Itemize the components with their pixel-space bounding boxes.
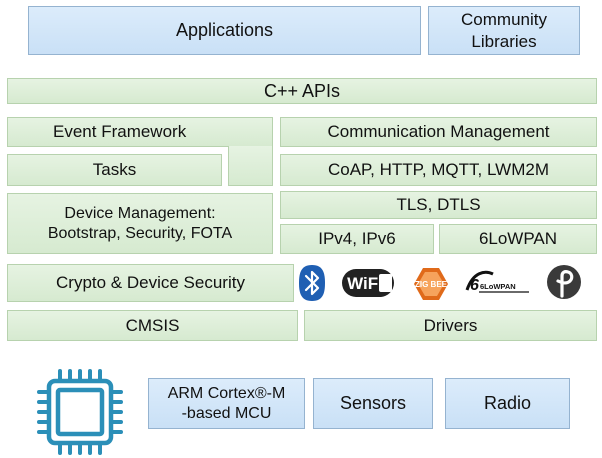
thread-icon [547,265,581,299]
drivers-box: Drivers [304,310,597,341]
mcu-line-2: -based MCU [181,404,272,422]
6lowpan-logo-icon: 6 6LoWPAN [465,270,529,294]
cpp-apis-label: C++ APIs [263,80,341,101]
bluetooth-icon [299,265,325,301]
tls-label: TLS, DTLS [396,195,481,215]
protocols-box: CoAP, HTTP, MQTT, LWM2M [280,154,597,186]
device-management-box: Device Management: Bootstrap, Security, … [7,193,273,254]
tasks-box: Tasks [7,154,222,186]
device-management-line-1: Device Management: [64,204,216,222]
community-libraries-line-2: Libraries [471,31,537,51]
mcu-box: ARM Cortex®-M -based MCU [148,378,305,429]
crypto-box: Crypto & Device Security [7,264,294,302]
radio-box: Radio [445,378,570,429]
cmsis-box: CMSIS [7,310,298,341]
radio-label: Radio [483,393,532,414]
community-libraries-line-1: Community [461,10,547,30]
drivers-label: Drivers [423,315,478,335]
applications-box: Applications [28,6,421,55]
zigbee-logo-icon: ZIG BEE [414,268,448,300]
event-framework-label: Event Framework [53,122,187,142]
cpp-apis-box: C++ APIs [7,78,597,104]
communication-management-label: Communication Management [327,122,550,142]
protocols-label: CoAP, HTTP, MQTT, LWM2M [327,160,550,180]
community-libraries-box: Community Libraries [428,6,580,55]
6lowpan-logo-text: 6LoWPAN [480,282,516,291]
applications-label: Applications [175,20,274,41]
ip-label: IPv4, IPv6 [318,229,396,249]
sensors-box: Sensors [313,378,433,429]
communication-management-box: Communication Management [280,117,597,147]
wifi-logo-icon: WiFi [342,269,394,297]
mcu-line-1: ARM Cortex®-M [167,384,286,402]
tasks-label: Tasks [92,160,137,180]
event-framework-connector [228,146,273,186]
tls-box: TLS, DTLS [280,191,597,219]
crypto-label: Crypto & Device Security [56,273,245,293]
mcu-chip-icon [37,369,123,455]
device-management-line-2: Bootstrap, Security, FOTA [47,224,233,242]
cmsis-label: CMSIS [125,315,180,335]
svg-text:6: 6 [470,277,479,294]
lowpan-label: 6LoWPAN [478,229,558,249]
event-framework-box: Event Framework [7,117,273,147]
ip-box: IPv4, IPv6 [280,224,434,254]
lowpan-box: 6LoWPAN [439,224,597,254]
wifi-logo-text: WiFi [347,274,383,293]
zigbee-logo-text: ZIG BEE [415,280,448,289]
sensors-label: Sensors [339,393,407,414]
